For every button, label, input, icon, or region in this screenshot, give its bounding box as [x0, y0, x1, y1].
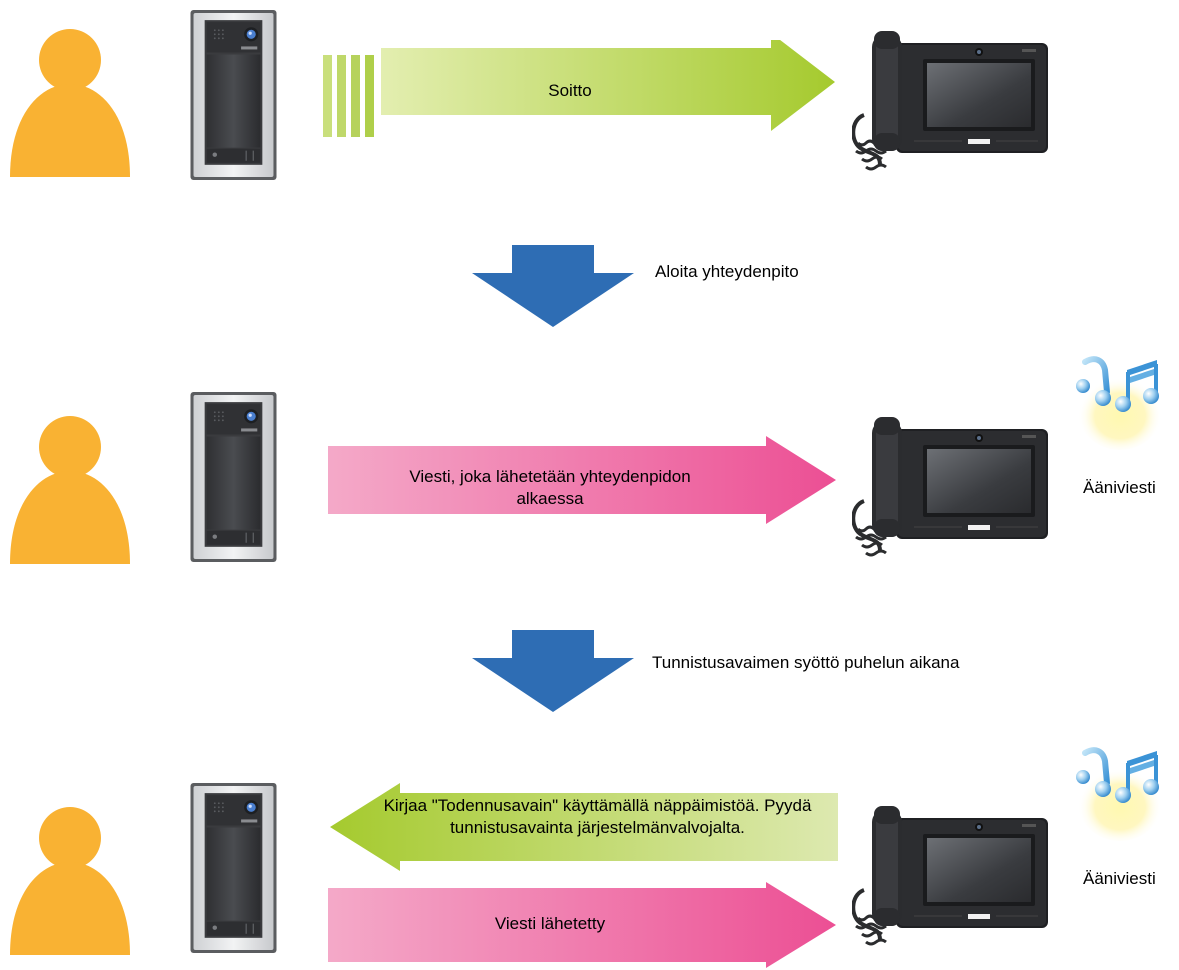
music-note-icon	[1065, 743, 1170, 848]
voice-message-label: Ääniviesti	[1083, 869, 1156, 888]
down-arrow	[472, 245, 634, 327]
voice-message-label: Ääniviesti	[1083, 478, 1156, 497]
person-icon	[10, 29, 130, 177]
door-station-icon	[190, 783, 277, 953]
door-station-icon	[190, 392, 277, 562]
call-arrow	[323, 40, 835, 137]
monitor-station-icon	[852, 415, 1050, 557]
music-note-icon	[1065, 352, 1170, 457]
sent-arrow	[328, 882, 836, 968]
message-label: Viesti, joka lähetetään yhteydenpidon al…	[409, 467, 691, 508]
person-icon	[10, 807, 130, 955]
transition-label: Aloita yhteydenpito	[655, 262, 799, 281]
sent-label: Viesti lähetetty	[494, 914, 606, 933]
transition-label: Tunnistusavaimen syöttö puhelun aikana	[652, 653, 960, 672]
instruction-label: Kirjaa "Todennusavain" käyttämällä näppä…	[383, 796, 812, 837]
instruction-arrow	[330, 783, 838, 871]
person-icon	[10, 416, 130, 564]
door-station-icon	[190, 10, 277, 180]
call-label: Soitto	[548, 81, 592, 100]
down-arrow	[472, 630, 634, 712]
message-arrow	[328, 436, 836, 524]
monitor-station-icon	[852, 804, 1050, 946]
monitor-station-icon	[852, 29, 1050, 171]
